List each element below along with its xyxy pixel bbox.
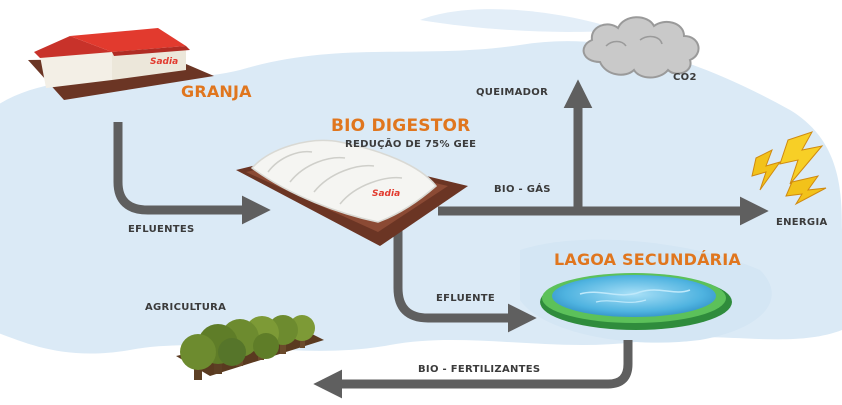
bio-fertilizantes-label: BIO - FERTILIZANTES xyxy=(418,364,541,375)
arrow-bio-fertilizantes xyxy=(313,340,633,399)
barn-brand: Sadia xyxy=(150,57,178,67)
efluente-label: EFLUENTE xyxy=(436,293,496,304)
background-blob xyxy=(420,9,620,32)
bio-digestor-title: BIO DIGESTOR xyxy=(331,116,471,136)
lagoa-secundaria-title: LAGOA SECUNDÁRIA xyxy=(554,250,741,269)
bio-gas-label: BIO - GÁS xyxy=(494,184,551,195)
efluentes-label: EFLUENTES xyxy=(128,224,195,235)
barn-icon: Sadia xyxy=(28,28,214,100)
energia-label: ENERGIA xyxy=(776,217,828,228)
agricultura-label: AGRICULTURA xyxy=(145,302,227,313)
trees-icon xyxy=(176,315,324,380)
digester-brand: Sadia xyxy=(372,189,400,199)
cloud-icon xyxy=(582,16,700,79)
pond-icon xyxy=(540,273,732,330)
arrow-efluente xyxy=(393,222,537,333)
lightning-icon xyxy=(751,131,827,206)
reducao-label: REDUÇÃO DE 75% GEE xyxy=(345,139,477,150)
co2-label: CO2 xyxy=(673,72,697,83)
queimador-label: QUEIMADOR xyxy=(476,87,549,98)
granja-title: GRANJA xyxy=(181,82,252,101)
arrow-efluentes xyxy=(113,122,271,225)
biodigester-icon: Sadia xyxy=(236,139,468,246)
